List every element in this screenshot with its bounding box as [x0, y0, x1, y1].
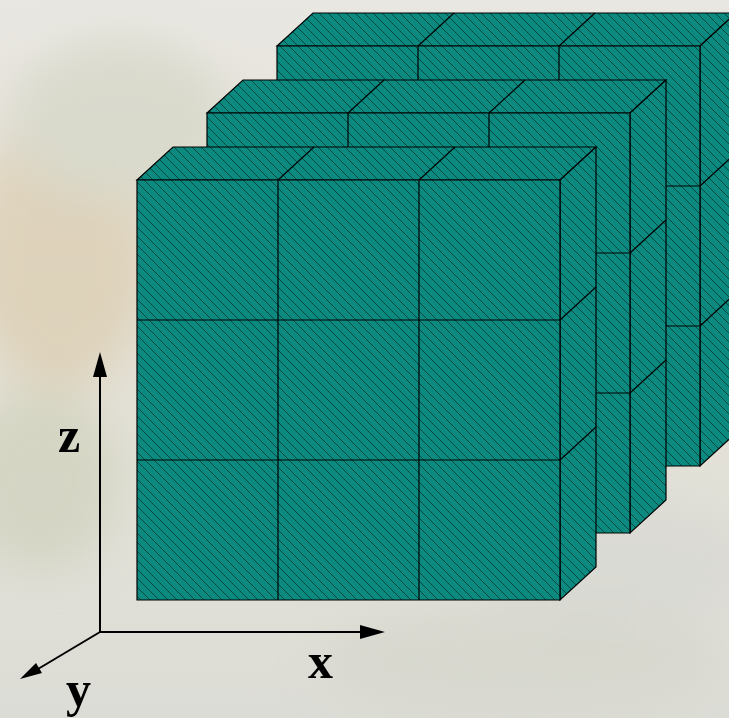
axis-label: x [308, 636, 333, 686]
axis-label: z [58, 410, 80, 460]
slab-front-face [137, 180, 560, 600]
cell-edge [348, 80, 384, 113]
slab-top-face [277, 13, 729, 46]
slab-side-face [560, 147, 596, 600]
slab-top-face [207, 80, 666, 113]
cell-edge [418, 13, 454, 46]
cell-edge [700, 293, 729, 326]
cell-edge [418, 180, 419, 600]
cell-edge [137, 459, 560, 460]
cell-edge [489, 80, 525, 113]
axis-label: y [66, 664, 91, 714]
cell-edge [630, 360, 666, 393]
cell-edge [559, 13, 595, 46]
slab-top-face [137, 147, 596, 180]
slab-side-face [700, 13, 729, 466]
cell-edge [630, 220, 666, 253]
cell-edge [277, 180, 278, 600]
slab-side-face [630, 80, 666, 533]
cell-edge [278, 147, 314, 180]
cell-edge [419, 147, 455, 180]
cell-edge [560, 287, 596, 320]
cell-edge [700, 153, 729, 186]
cell-edge [560, 427, 596, 460]
cell-edge [137, 319, 560, 320]
